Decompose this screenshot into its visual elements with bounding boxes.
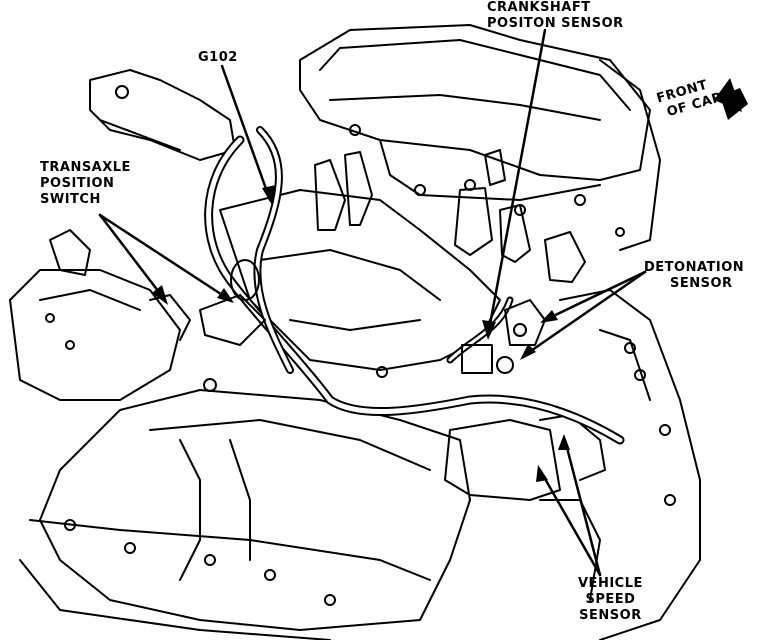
vss-label-line1: VEHICLE [578, 576, 643, 591]
g102-leader [220, 64, 272, 202]
arrowheads [152, 185, 570, 482]
vss-leader-2 [563, 438, 602, 577]
leader-lines [98, 28, 647, 577]
g102-label-text: G102 [198, 50, 238, 65]
transaxle-label-line3: SWITCH [40, 192, 101, 207]
vss-leader-1 [538, 468, 602, 577]
detonation-label-line2: SENSOR [670, 276, 733, 291]
detonation-leader-1 [543, 270, 647, 322]
left-bracket [89, 69, 236, 161]
crankshaft-leader [486, 28, 547, 337]
crankshaft-label-line1: CRANKSHAFT [487, 0, 591, 15]
transaxle-label-line1: TRANSAXLE [40, 160, 131, 175]
detonation-leader-2 [523, 270, 647, 357]
transaxle-housing [19, 378, 471, 640]
crankshaft-sensor-body [461, 344, 514, 374]
transaxle-leader-1 [98, 213, 167, 302]
transaxle-switch-assembly [9, 229, 191, 401]
vehicle-speed-sensor-label: VEHICLE SPEED SENSOR [578, 576, 643, 624]
vss-label-line2: SPEED [585, 592, 636, 607]
right-housing [539, 289, 701, 640]
detonation-label-line1: DETONATION [644, 260, 745, 275]
transaxle-label-line2: POSITION [40, 176, 115, 191]
vss-label-line3: SENSOR [579, 608, 642, 623]
crankshaft-position-sensor-label: CRANKSHAFT POSITON SENSOR [487, 0, 624, 32]
engine-top-cover [299, 24, 661, 251]
detonation-sensor-body [504, 299, 546, 346]
transaxle-leader-2 [98, 213, 232, 302]
front-arrow-icon [714, 78, 748, 120]
detonation-sensor-label: DETONATION SENSOR [644, 260, 744, 292]
crankshaft-label-line2: POSITON SENSOR [487, 16, 624, 31]
spark-plug-towers [314, 149, 586, 283]
vehicle-speed-sensor-body [444, 414, 606, 501]
g102-label: G102 [198, 50, 238, 66]
transaxle-position-switch-label: TRANSAXLE POSITION SWITCH [40, 160, 131, 208]
